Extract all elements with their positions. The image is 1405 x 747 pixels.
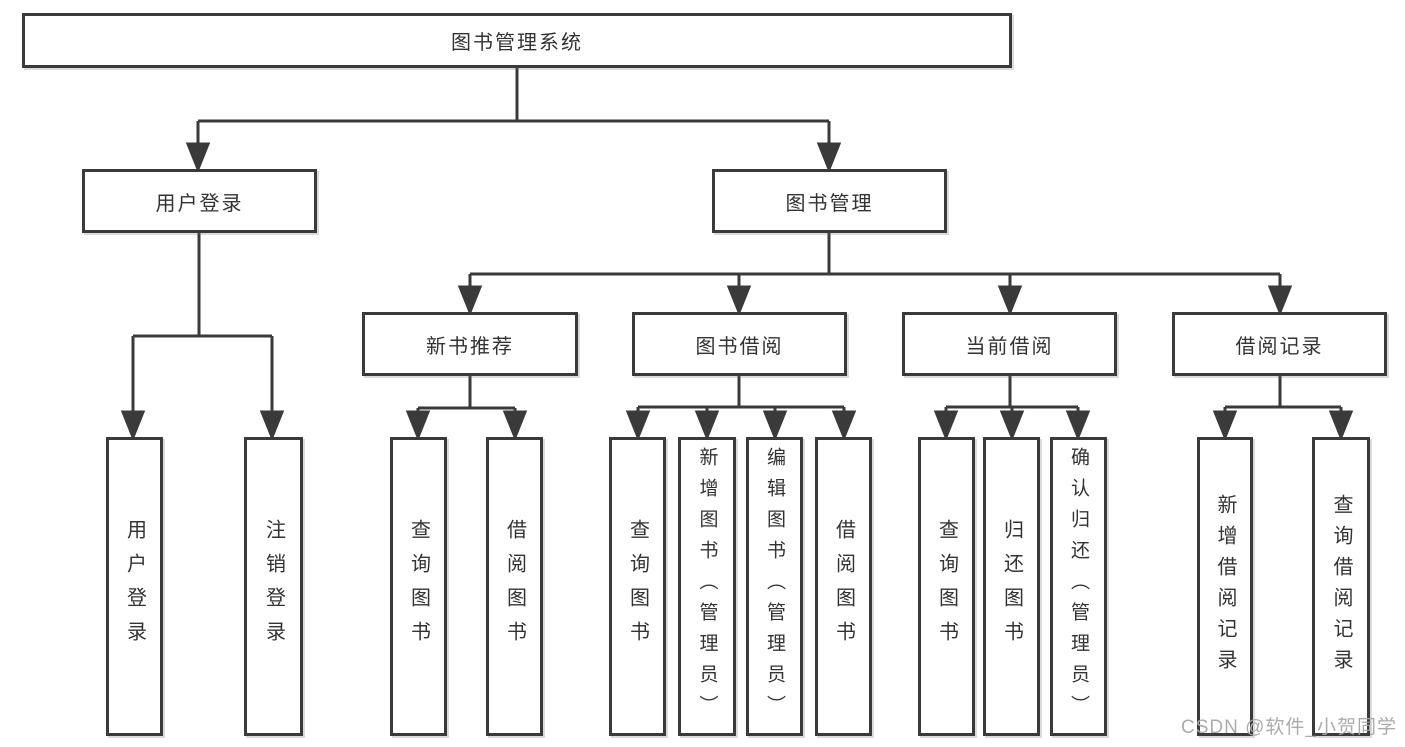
leaf-borrow-books: 借阅图书 — [815, 437, 872, 736]
connector-book-borrow-to-leaves — [625, 376, 857, 442]
connector-user-login-to-leaves — [120, 233, 285, 442]
arrowhead — [120, 410, 146, 442]
node-library-system: 图书管理系统 — [22, 13, 1012, 68]
connector-current-borrow-to-leaves — [933, 376, 1091, 442]
arrowhead — [831, 410, 857, 442]
leaf-label: 归还图书 — [1000, 518, 1023, 655]
leaf-add-books-admin: 新增图书（管理员） — [678, 437, 736, 736]
connector-root-to-level2 — [185, 68, 842, 174]
leaf-label: 新增图书（管理员） — [696, 447, 718, 726]
arrowhead — [816, 142, 842, 174]
arrowhead — [625, 410, 651, 442]
node-new-book-recommend: 新书推荐 — [362, 312, 578, 376]
node-book-management: 图书管理 — [712, 169, 947, 233]
leaf-return-books: 归还图书 — [983, 437, 1040, 736]
arrowhead — [726, 285, 752, 317]
leaf-label: 用户登录 — [123, 518, 146, 655]
leaf-user-login: 用户登录 — [106, 437, 163, 736]
leaf-label: 查询图书 — [626, 518, 649, 655]
leaf-label: 借阅图书 — [503, 518, 526, 655]
leaf-confirm-return-admin: 确认归还（管理员） — [1050, 437, 1107, 736]
arrowhead — [259, 410, 285, 442]
leaf-label: 查询图书 — [935, 518, 958, 655]
arrowhead — [1212, 410, 1238, 442]
arrowhead — [1328, 410, 1354, 442]
arrowhead — [933, 410, 959, 442]
arrowhead — [694, 410, 720, 442]
leaf-label: 确认归还（管理员） — [1068, 447, 1089, 726]
connector-new-book-to-leaves — [405, 376, 528, 442]
arrowhead — [1267, 285, 1293, 317]
arrowhead — [502, 410, 528, 442]
connector-book-mgmt-to-level3 — [457, 233, 1293, 317]
leaf-logout: 注销登录 — [244, 437, 303, 736]
arrowhead — [185, 142, 211, 174]
node-user-login: 用户登录 — [82, 169, 317, 233]
arrowhead — [762, 410, 788, 442]
csdn-watermark: CSDN @软件_小贺同学 — [1181, 717, 1397, 738]
leaf-borrow-books-recommend: 借阅图书 — [486, 437, 543, 736]
leaf-label: 编辑图书（管理员） — [764, 447, 785, 726]
connector-borrow-records-to-leaves — [1212, 376, 1354, 442]
leaf-query-books-current: 查询图书 — [918, 437, 975, 736]
node-borrow-records: 借阅记录 — [1172, 312, 1387, 376]
arrowhead — [997, 285, 1023, 317]
node-book-borrow: 图书借阅 — [632, 312, 847, 376]
leaf-label: 查询图书 — [407, 518, 430, 655]
node-current-borrow: 当前借阅 — [902, 312, 1117, 376]
leaf-label: 新增借阅记录 — [1214, 493, 1236, 680]
leaf-label: 注销登录 — [262, 518, 285, 655]
arrowhead — [405, 410, 431, 442]
leaf-query-books-borrow: 查询图书 — [609, 437, 666, 736]
leaf-query-books-recommend: 查询图书 — [390, 437, 447, 736]
leaf-query-borrow-record: 查询借阅记录 — [1312, 437, 1370, 736]
leaf-edit-books-admin: 编辑图书（管理员） — [746, 437, 803, 736]
arrowhead — [457, 285, 483, 317]
leaf-label: 借阅图书 — [832, 518, 855, 655]
arrowhead — [999, 410, 1025, 442]
leaf-add-borrow-record: 新增借阅记录 — [1197, 437, 1253, 736]
arrowhead — [1065, 410, 1091, 442]
leaf-label: 查询借阅记录 — [1330, 493, 1352, 680]
